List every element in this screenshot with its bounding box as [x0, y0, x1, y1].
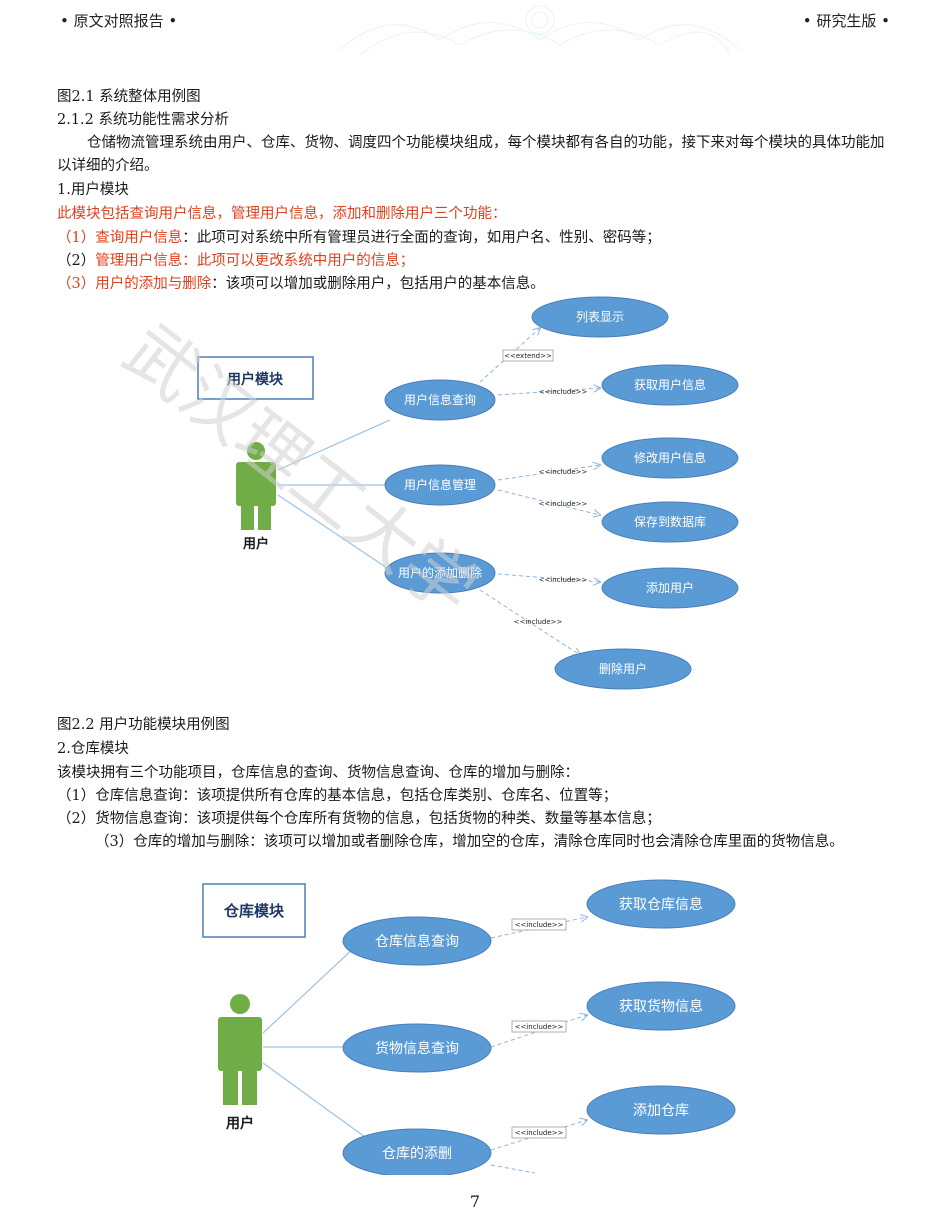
user-item-1-title: 查询用户信息: [95, 230, 183, 246]
header-right: • 研究生版 •: [802, 12, 890, 30]
user-module-diagram: 用户模块 用户 <<extend>> <<include>> <<include…: [197, 296, 739, 690]
actor-label: 用户: [242, 536, 269, 552]
usecase-user-query: [384, 379, 496, 421]
usecase-delete-user: [554, 648, 692, 690]
usecase-goods-query: [342, 1023, 492, 1073]
usecase-user-add-delete-label: 用户的添加删除: [398, 565, 482, 580]
user-item-3-title: 用户的添加与删除: [95, 276, 212, 292]
user-item-3-rest: ：该项可以增加或删除用户，包括用户的基本信息。: [211, 276, 545, 292]
usecase-user-manage: [384, 464, 496, 506]
usecase-modify-user-info-label: 修改用户信息: [634, 450, 706, 465]
header-left: • 原文对照报告 •: [60, 12, 178, 30]
rel-extend-label: <<extend>>: [504, 352, 552, 360]
usecase-add-user: [601, 567, 739, 609]
rel-include-label-4: <<include>>: [539, 576, 588, 584]
rel-include-label-5: <<include>>: [514, 618, 563, 626]
usecase-list-display-label: 列表显示: [576, 310, 624, 324]
user-item-2-prefix: （2）: [57, 253, 96, 269]
user-item-3: （3）用户的添加与删除：该项可以增加或删除用户，包括用户的基本信息。: [57, 274, 545, 294]
usecase-delete-user-label: 删除用户: [599, 661, 647, 676]
module-box: [197, 356, 314, 400]
user-module-desc: 此模块包括查询用户信息，管理用户信息，添加和删除用户三个功能：: [57, 206, 507, 222]
usecase-get-goods-info-label: 获取货物信息: [619, 998, 703, 1015]
page-number: 7: [469, 1192, 481, 1211]
usecase-user-manage-label: 用户信息管理: [404, 477, 476, 492]
wh-module-box: [202, 883, 306, 938]
usecase-user-query-label: 用户信息查询: [404, 392, 476, 407]
warehouse-module-desc: 该模块拥有三个功能项目，仓库信息的查询、货物信息查询、仓库的增加与删除：: [57, 765, 579, 781]
user-item-1-rest: ：此项可对系统中所有管理员进行全面的查询，如用户名、性别、密码等；: [182, 230, 661, 246]
usecase-modify-user-info: [601, 437, 739, 479]
usecase-warehouse-add-delete-label: 仓库的添删: [382, 1146, 452, 1162]
warehouse-item-3: （3）仓库的增加与删除：该项可以增加或者删除仓库，增加空的仓库，清除仓库同时也会…: [95, 834, 844, 850]
warehouse-item-2: （2）货物信息查询：该项提供每个仓库所有货物的信息，包括货物的种类、数量等基本信…: [57, 811, 661, 827]
actor-association-lines: [277, 419, 391, 571]
warehouse-module-diagram: 仓库模块 用户 <<include>> <<include>> <<includ…: [202, 879, 736, 1175]
usecase-add-warehouse: [586, 1085, 736, 1135]
user-item-2: （2）管理用户信息：此项可以更改系统中用户的信息；: [57, 251, 414, 271]
header-ornament: [339, 5, 741, 56]
wh-rel-include-label-1: <<include>>: [515, 921, 564, 929]
usecase-warehouse-add-delete: [342, 1128, 492, 1175]
usecase-save-db-label: 保存到数据库: [634, 514, 706, 529]
user-item-1-prefix: （1）: [57, 230, 96, 246]
wh-rel-include-label-3: <<include>>: [515, 1129, 564, 1137]
usecase-add-user-label: 添加用户: [646, 580, 694, 595]
usecase-get-user-info: [601, 364, 739, 406]
wh-actor-label: 用户: [226, 1115, 254, 1132]
figure-caption-2-2: 图2.2 用户功能模块用例图: [57, 717, 230, 733]
dependency-lines: [479, 328, 600, 655]
user-item-2-title: 管理用户信息：此项可以更改系统中用户的信息；: [95, 253, 415, 269]
usecase-get-user-info-label: 获取用户信息: [634, 377, 706, 392]
wh-actor-figure: [218, 994, 262, 1105]
usecase-goods-query-label: 货物信息查询: [375, 1040, 459, 1057]
wh-module-box-label: 仓库模块: [223, 902, 285, 920]
usecase-warehouse-query-label: 仓库信息查询: [375, 933, 459, 950]
section-heading-2-1-2: 2.1.2 系统功能性需求分析: [57, 112, 230, 128]
warehouse-module-heading: 2.仓库模块: [57, 741, 129, 757]
user-item-3-prefix: （3）: [57, 276, 96, 292]
rel-include-label-1: <<include>>: [539, 388, 588, 396]
user-module-heading: 1.用户模块: [57, 182, 129, 198]
usecase-get-warehouse-info-label: 获取仓库信息: [619, 896, 703, 913]
warehouse-item-1: （1）仓库信息查询：该项提供所有仓库的基本信息，包括仓库类别、仓库名、位置等；: [57, 788, 618, 804]
actor-figure: [236, 442, 276, 530]
wh-rel-include-label-2: <<include>>: [515, 1023, 564, 1031]
usecase-save-db: [601, 501, 739, 543]
module-box-label: 用户模块: [227, 371, 284, 388]
rel-include-label-3: <<include>>: [539, 500, 588, 508]
usecase-get-warehouse-info: [586, 879, 736, 929]
rel-include-label-2: <<include>>: [539, 468, 588, 476]
usecase-add-warehouse-label: 添加仓库: [633, 1103, 689, 1119]
wh-actor-association-lines: [262, 946, 366, 1138]
usecase-list-display: [531, 296, 669, 338]
figure-caption-2-1: 图2.1 系统整体用例图: [57, 89, 201, 105]
usecase-warehouse-query: [342, 916, 492, 966]
usecase-get-goods-info: [586, 981, 736, 1031]
intro-paragraph: 仓储物流管理系统由用户、仓库、货物、调度四个功能模块组成，每个模块都有各自的功能…: [57, 135, 885, 174]
usecase-user-add-delete: [384, 552, 496, 594]
user-item-1: （1）查询用户信息：此项可对系统中所有管理员进行全面的查询，如用户名、性别、密码…: [57, 228, 661, 248]
